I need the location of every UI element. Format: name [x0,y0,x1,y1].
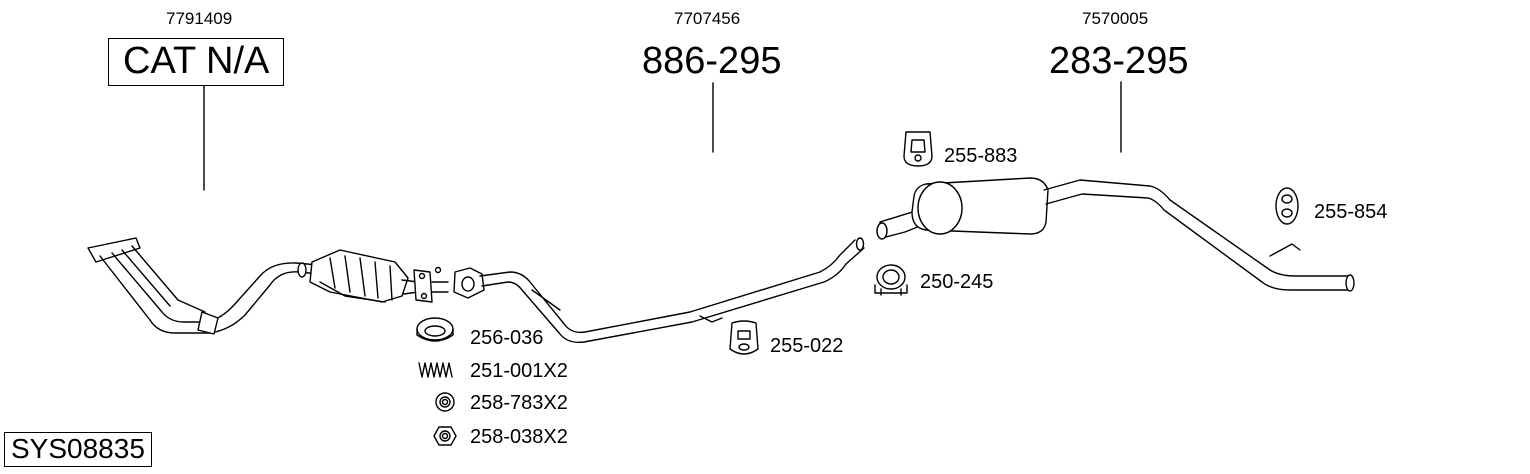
rubber-hanger-icon [729,320,759,355]
accessory-code: 256-036 [470,327,544,349]
flange-nut-icon [433,426,457,446]
part-code-middle: 886-295 [642,40,782,82]
spring-icon [418,362,453,378]
oe-number-middle: 7707456 [674,9,741,28]
rubber-hanger-icon [1275,187,1299,225]
part-code-rear: 283-295 [1049,40,1189,82]
oe-number-cat: 7791409 [166,9,233,28]
accessory-code: 250-245 [920,271,994,293]
accessory-code: 255-883 [944,145,1018,167]
accessory-code: 251-001X2 [470,360,568,382]
accessory-code: 255-854 [1314,201,1388,223]
catalytic-converter [309,249,449,303]
part-code-cat: CAT N/A [108,38,285,86]
rear-silencer [876,177,1355,292]
rubber-hanger-icon [903,131,933,167]
accessory-code: 258-783X2 [470,392,568,414]
front-pipe [87,237,319,335]
accessory-code: 255-022 [770,335,844,357]
gasket-ring-icon [416,317,454,342]
system-code-label: SYS08835 [4,432,152,467]
washer-icon [435,392,455,412]
pipe-clamp-icon [874,264,908,296]
oe-number-rear: 7570005 [1082,9,1149,28]
accessory-code: 258-038X2 [470,426,568,448]
middle-pipe [453,237,865,344]
